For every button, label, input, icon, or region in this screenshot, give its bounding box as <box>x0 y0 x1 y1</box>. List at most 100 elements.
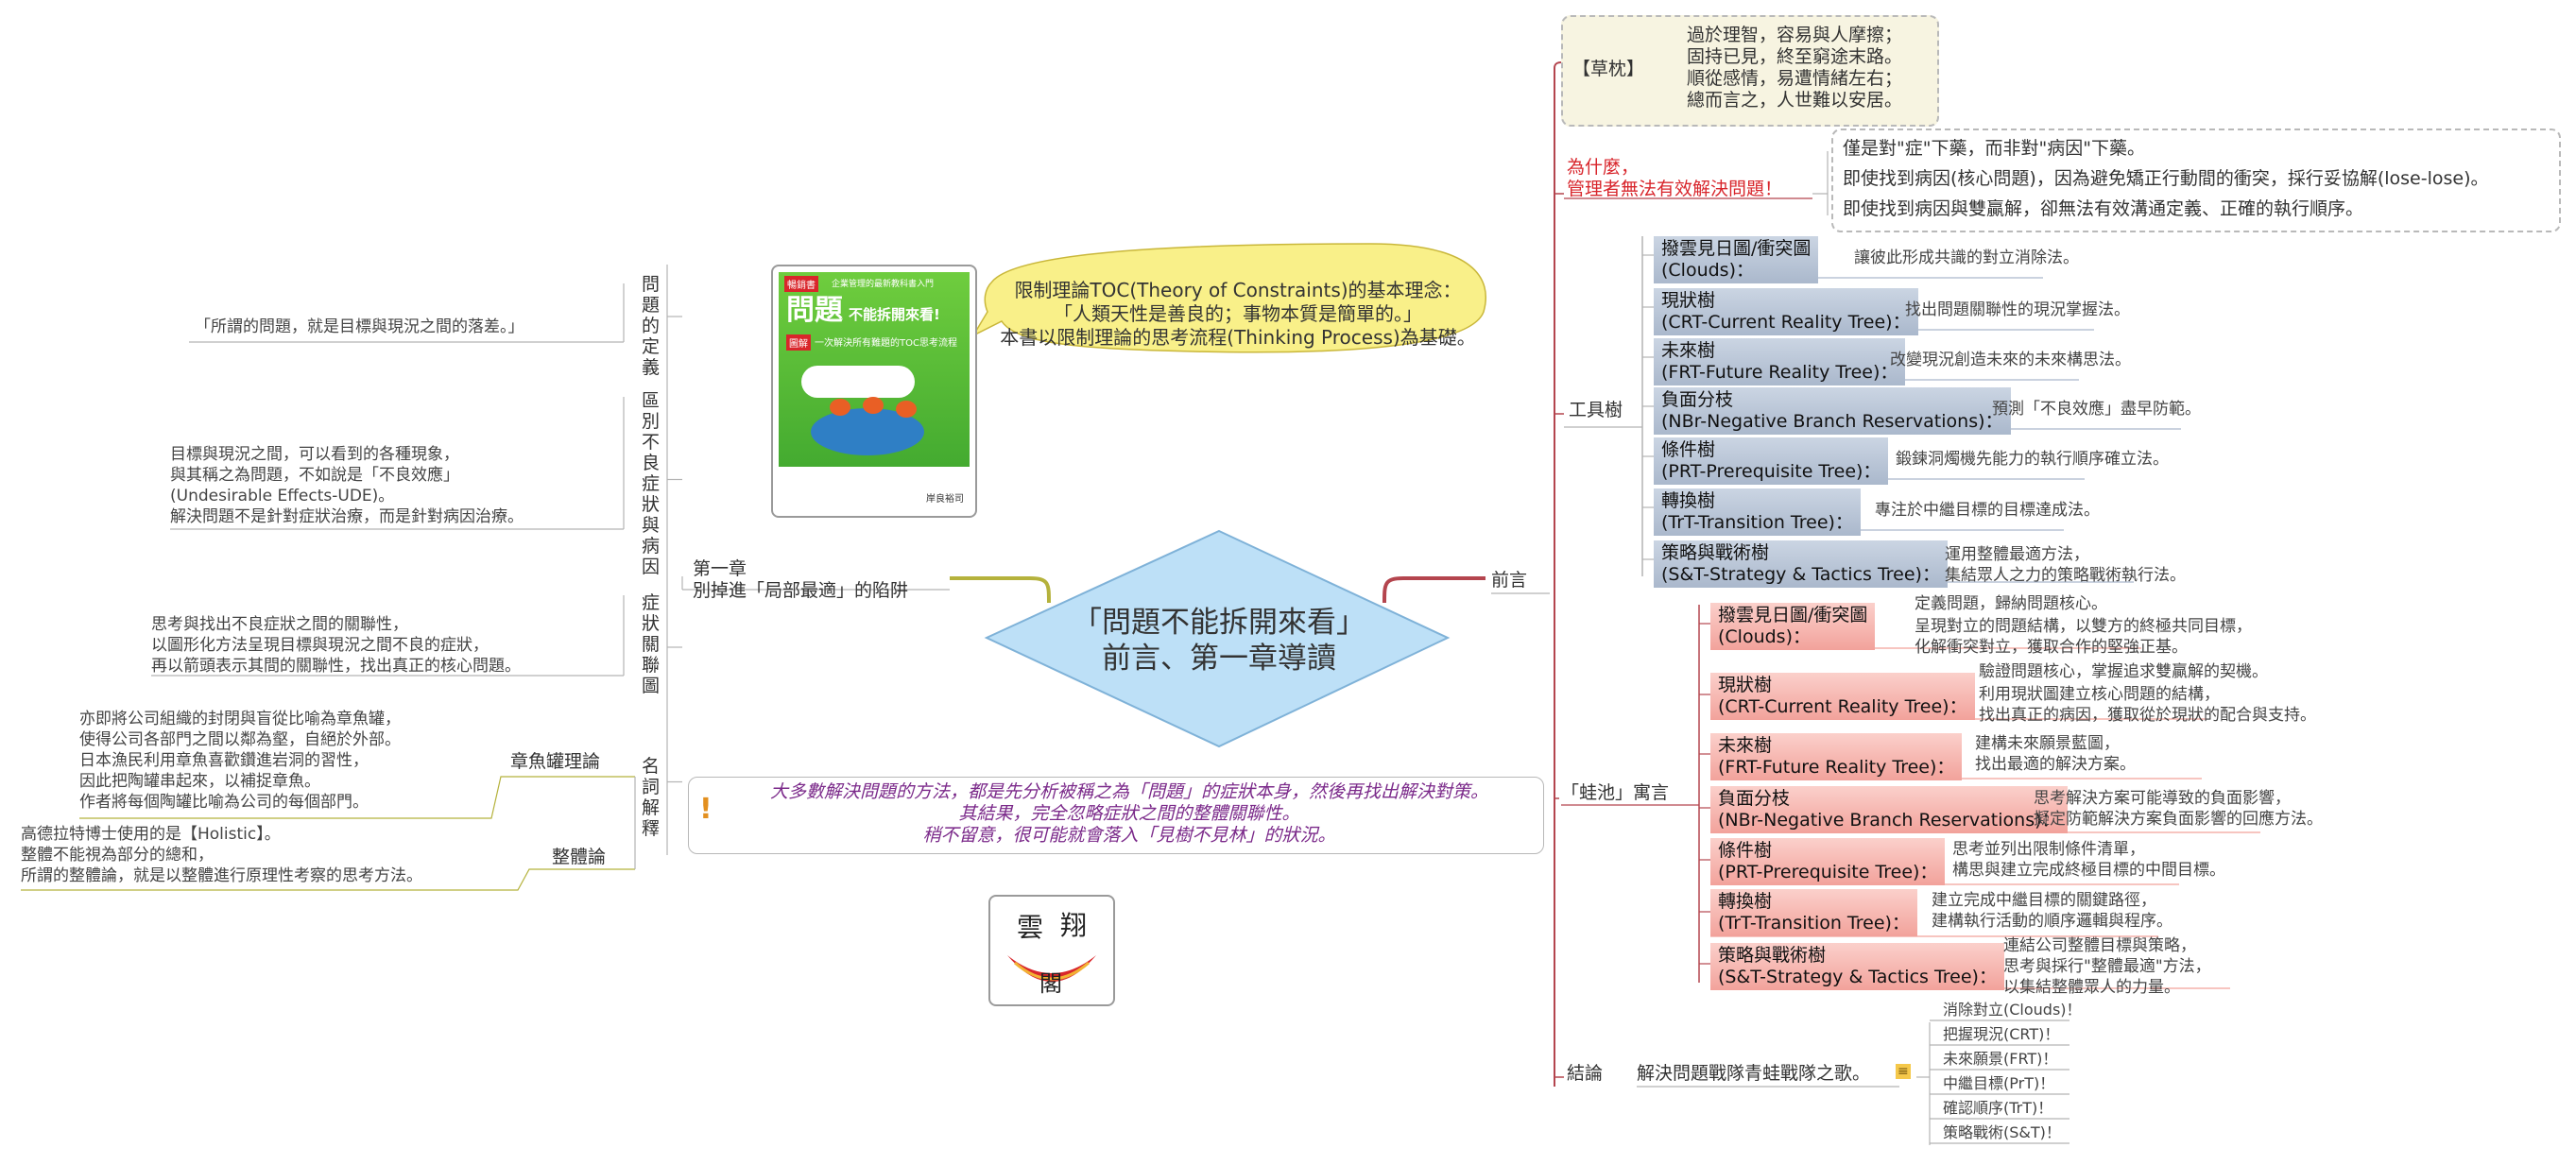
central-topic[interactable]: 「問題不能拆開來看」 前言、第一章導讀 <box>983 605 1455 677</box>
frog-label[interactable]: 「蛙池」寓言 <box>1561 782 1670 803</box>
conclusion-item: 消除對立(Clouds)！ <box>1943 1001 2082 1019</box>
tool-node[interactable]: 撥雲見日圖/衝突圖(Clouds)： <box>1654 236 1819 283</box>
topic-symptom-vs-cause[interactable]: 區別不良症狀與病因 <box>642 390 661 577</box>
tool-desc: 鍛鍊洞燭機先能力的執行順序確立法。 <box>1896 450 2169 469</box>
why-items-box <box>1831 128 2561 232</box>
frog-desc: 驗證問題核心，掌握追求雙贏解的契機。 <box>1979 662 2268 681</box>
note-line: 其結果，完全忽略症狀之間的整體關聯性。 <box>958 803 1300 824</box>
holism-detail: 高德拉特博士使用的是【Holistic】。 整體不能視為部分的總和， 所謂的整體… <box>21 825 422 885</box>
tool-node[interactable]: 現狀樹(CRT-Current Reality Tree)： <box>1654 288 1918 335</box>
pillow-label[interactable]: 【草枕】 <box>1572 59 1645 79</box>
conclusion-item: 策略戰術(S&T)！ <box>1943 1123 2061 1141</box>
tools-label[interactable]: 工具樹 <box>1569 400 1623 420</box>
pillow-poem: 過於理智，容易與人摩擦； 固持已見，終至窮途末路。 順從感情，易遭情緒左右； 總… <box>1687 25 1903 111</box>
frog-desc: 連結公司整體目標與策略，思考與採行"整體最適"方法，以集結整體眾人的力量。 <box>2003 936 2211 997</box>
connector <box>1812 151 1829 215</box>
tool-node[interactable]: 轉換樹(TrT-Transition Tree)： <box>1654 488 1861 536</box>
note-line: 稍不留意，很可能就會落入「見樹不見林」的狀況。 <box>922 825 1336 846</box>
conclusion-item: 把握現況(CRT)！ <box>1943 1025 2060 1043</box>
bubble-line: 「人類天性是善良的；事物本質是簡單的。」 <box>1054 302 1422 325</box>
frog-node[interactable]: 轉換樹(TrT-Transition Tree)： <box>1710 889 1917 936</box>
frog-desc: 利用現狀圖建立核心問題的結構，找出真正的病因，獲取從於現狀的配合與支持。 <box>1979 685 2316 725</box>
logo-graphic: 雲 翔 閣 <box>1007 910 1096 997</box>
glossary-octopus-pot[interactable]: 章魚罐理論 <box>510 751 601 772</box>
frog-node[interactable]: 條件樹(PRT-Prerequisite Tree)： <box>1710 838 1946 885</box>
tool-node[interactable]: 條件樹(PRT-Prerequisite Tree)： <box>1654 437 1889 485</box>
tool-desc: 讓彼此形成共識的對立消除法。 <box>1854 248 2079 267</box>
book-cover-image: 暢銷書 企業管理的最新教科書入門 問題 不能拆開來看! 圖解 一次解決所有難題的… <box>771 265 977 518</box>
frog-desc: 思考並列出限制條件清單，構思與建立完成終極目標的中間目標。 <box>1952 840 2225 880</box>
frog-node[interactable]: 未來樹(FRT-Future Reality Tree)： <box>1710 733 1963 780</box>
problem-definition-detail: 「所謂的問題，就是目標與現況之間的落差。」 <box>195 317 524 336</box>
book-subtitle-prefix: 圖解 <box>786 334 811 351</box>
symptom-vs-cause-detail: 目標與現況之間，可以看到的各種現象， 與其稱之為問題，不如說是「不良效應」 (U… <box>170 445 524 526</box>
callout-note <box>688 777 1544 854</box>
bubble-line: 本書以限制理論的思考流程(Thinking Process)為基礎。 <box>1000 326 1476 349</box>
frog-node[interactable]: 負面分枝(NBr-Negative Branch Reservations)： <box>1710 786 2068 833</box>
frog-desc: 建構未來願景藍圖，找出最適的解決方案。 <box>1975 734 2136 774</box>
frog-desc: 定義問題，歸納問題核心。 <box>1915 594 2107 613</box>
connector <box>151 595 625 677</box>
book-badge: 暢銷書 <box>784 276 818 292</box>
book-speech-cloud <box>801 366 915 398</box>
note-icon: ≡ <box>1896 1064 1911 1079</box>
bubble-line: 限制理論TOC(Theory of Constraints)的基本理念： <box>1014 279 1462 301</box>
book-title-big: 問題 <box>786 294 843 327</box>
logo-image: 雲 翔 閣 <box>988 895 1115 1006</box>
conclusion-item: 中繼目標(PrT)！ <box>1943 1074 2055 1092</box>
note-line: 大多數解決問題的方法，都是先分析被稱之為「問題」的症狀本身，然後再找出解決對策。 <box>769 781 1488 802</box>
central-diamond <box>984 529 1451 748</box>
symptom-map-detail: 思考與找出不良症狀之間的關聯性， 以圖形化方法呈現目標與現況之間不良的症狀， 再… <box>151 615 521 676</box>
chapter1-label[interactable]: 第一章 別掉進「局部最適」的陷阱 <box>693 558 909 601</box>
book-title-rest: 不能拆開來看! <box>849 306 940 323</box>
frog-desc: 建立完成中繼目標的關鍵路徑，建構執行活動的順序邏輯與程序。 <box>1932 891 2172 931</box>
connector <box>21 868 635 891</box>
octopus-pot-detail: 亦即將公司組織的封閉與盲從比喻為章魚罐， 使得公司各部門之間以鄰為壑，自絕於外部… <box>79 710 401 812</box>
conclusion-item: 確認順序(TrT)！ <box>1943 1099 2053 1117</box>
tool-desc: 找出問題關聯性的現況掌握法。 <box>1905 300 2130 319</box>
frog-desc: 思考解決方案可能導致的負面影響，擬定防範解決方案負面影響的回應方法。 <box>2034 789 2323 829</box>
tool-desc: 專注於中繼目標的目標達成法。 <box>1875 501 2100 520</box>
branch-preface <box>1382 576 1485 604</box>
frog-node[interactable]: 策略與戰術樹(S&T-Strategy & Tactics Tree)： <box>1710 943 2004 990</box>
central-topic-line2: 前言、第一章導讀 <box>1102 642 1336 676</box>
book-subtitle: 一次解決所有難題的TOC思考流程 <box>815 338 957 349</box>
svg-text:翔: 翔 <box>1060 910 1087 941</box>
preface-trunk-top <box>1554 61 1564 578</box>
why-item: 即使找到病因與雙贏解，卻無法有效溝通定義、正確的執行順序。 <box>1843 198 2364 219</box>
topic-glossary[interactable]: 名詞解釋 <box>642 756 661 839</box>
frog-desc: 呈現對立的問題結構，以雙方的終極共同目標，化解衝突對立，獲取合作的堅強正基。 <box>1915 617 2252 657</box>
pillow-box <box>1561 15 1939 127</box>
why-item: 即使找到病因(核心問題)，因為避免矯正行動間的衝突，採行妥協解(lose-los… <box>1843 168 2489 189</box>
frog-node[interactable]: 撥雲見日圖/衝突圖(Clouds)： <box>1710 603 1876 650</box>
tool-node[interactable]: 未來樹(FRT-Future Reality Tree)： <box>1654 338 1906 385</box>
connector <box>170 397 625 530</box>
tool-node[interactable]: 負面分枝(NBr-Negative Branch Reservations)： <box>1654 387 2011 435</box>
central-topic-line1: 「問題不能拆開來看」 <box>1073 606 1365 640</box>
conclusion-item: 未來願景(FRT)！ <box>1943 1050 2058 1068</box>
tool-desc: 運用整體最適方法，集結眾人之力的策略戰術執行法。 <box>1945 545 2186 585</box>
frog-node[interactable]: 現狀樹(CRT-Current Reality Tree)： <box>1710 673 1975 720</box>
warning-icon: ! <box>699 793 713 826</box>
svg-text:雲: 雲 <box>1017 912 1043 943</box>
book-author: 岸良裕司 <box>926 494 964 505</box>
preface-label[interactable]: 前言 <box>1491 570 1528 591</box>
connector <box>79 776 635 819</box>
why-label[interactable]: 為什麼， 管理者無法有效解決問題！ <box>1567 157 1783 199</box>
conclusion-song[interactable]: 解決問題戰隊青蛙戰隊之歌。 <box>1637 1063 1871 1084</box>
speech-bubble <box>971 243 1487 353</box>
tool-node[interactable]: 策略與戰術樹(S&T-Strategy & Tactics Tree)： <box>1654 540 1948 588</box>
connector <box>189 283 625 343</box>
conclusion-label[interactable]: 結論 <box>1567 1063 1604 1084</box>
topic-problem-definition[interactable]: 問題的定義 <box>642 274 661 378</box>
tool-desc: 預測「不良效應」盡早防範。 <box>1992 400 2201 419</box>
tool-desc: 改變現況創造未來的未來構思法。 <box>1890 351 2131 369</box>
glossary-holism[interactable]: 整體論 <box>552 847 607 867</box>
callout-note-text: 大多數解決問題的方法，都是先分析被稱之為「問題」的症狀本身，然後再找出解決對策。… <box>718 781 1540 847</box>
why-item: 僅是對"症"下藥，而非對"病因"下藥。 <box>1843 138 2145 159</box>
topic-symptom-map[interactable]: 症狀關聯圖 <box>642 592 661 696</box>
branch-chapter1 <box>950 576 1051 604</box>
book-tag: 企業管理的最新教科書入門 <box>832 280 935 289</box>
toc-bubble: 限制理論TOC(Theory of Constraints)的基本理念： 「人類… <box>964 279 1512 350</box>
svg-text:閣: 閣 <box>1039 970 1062 997</box>
